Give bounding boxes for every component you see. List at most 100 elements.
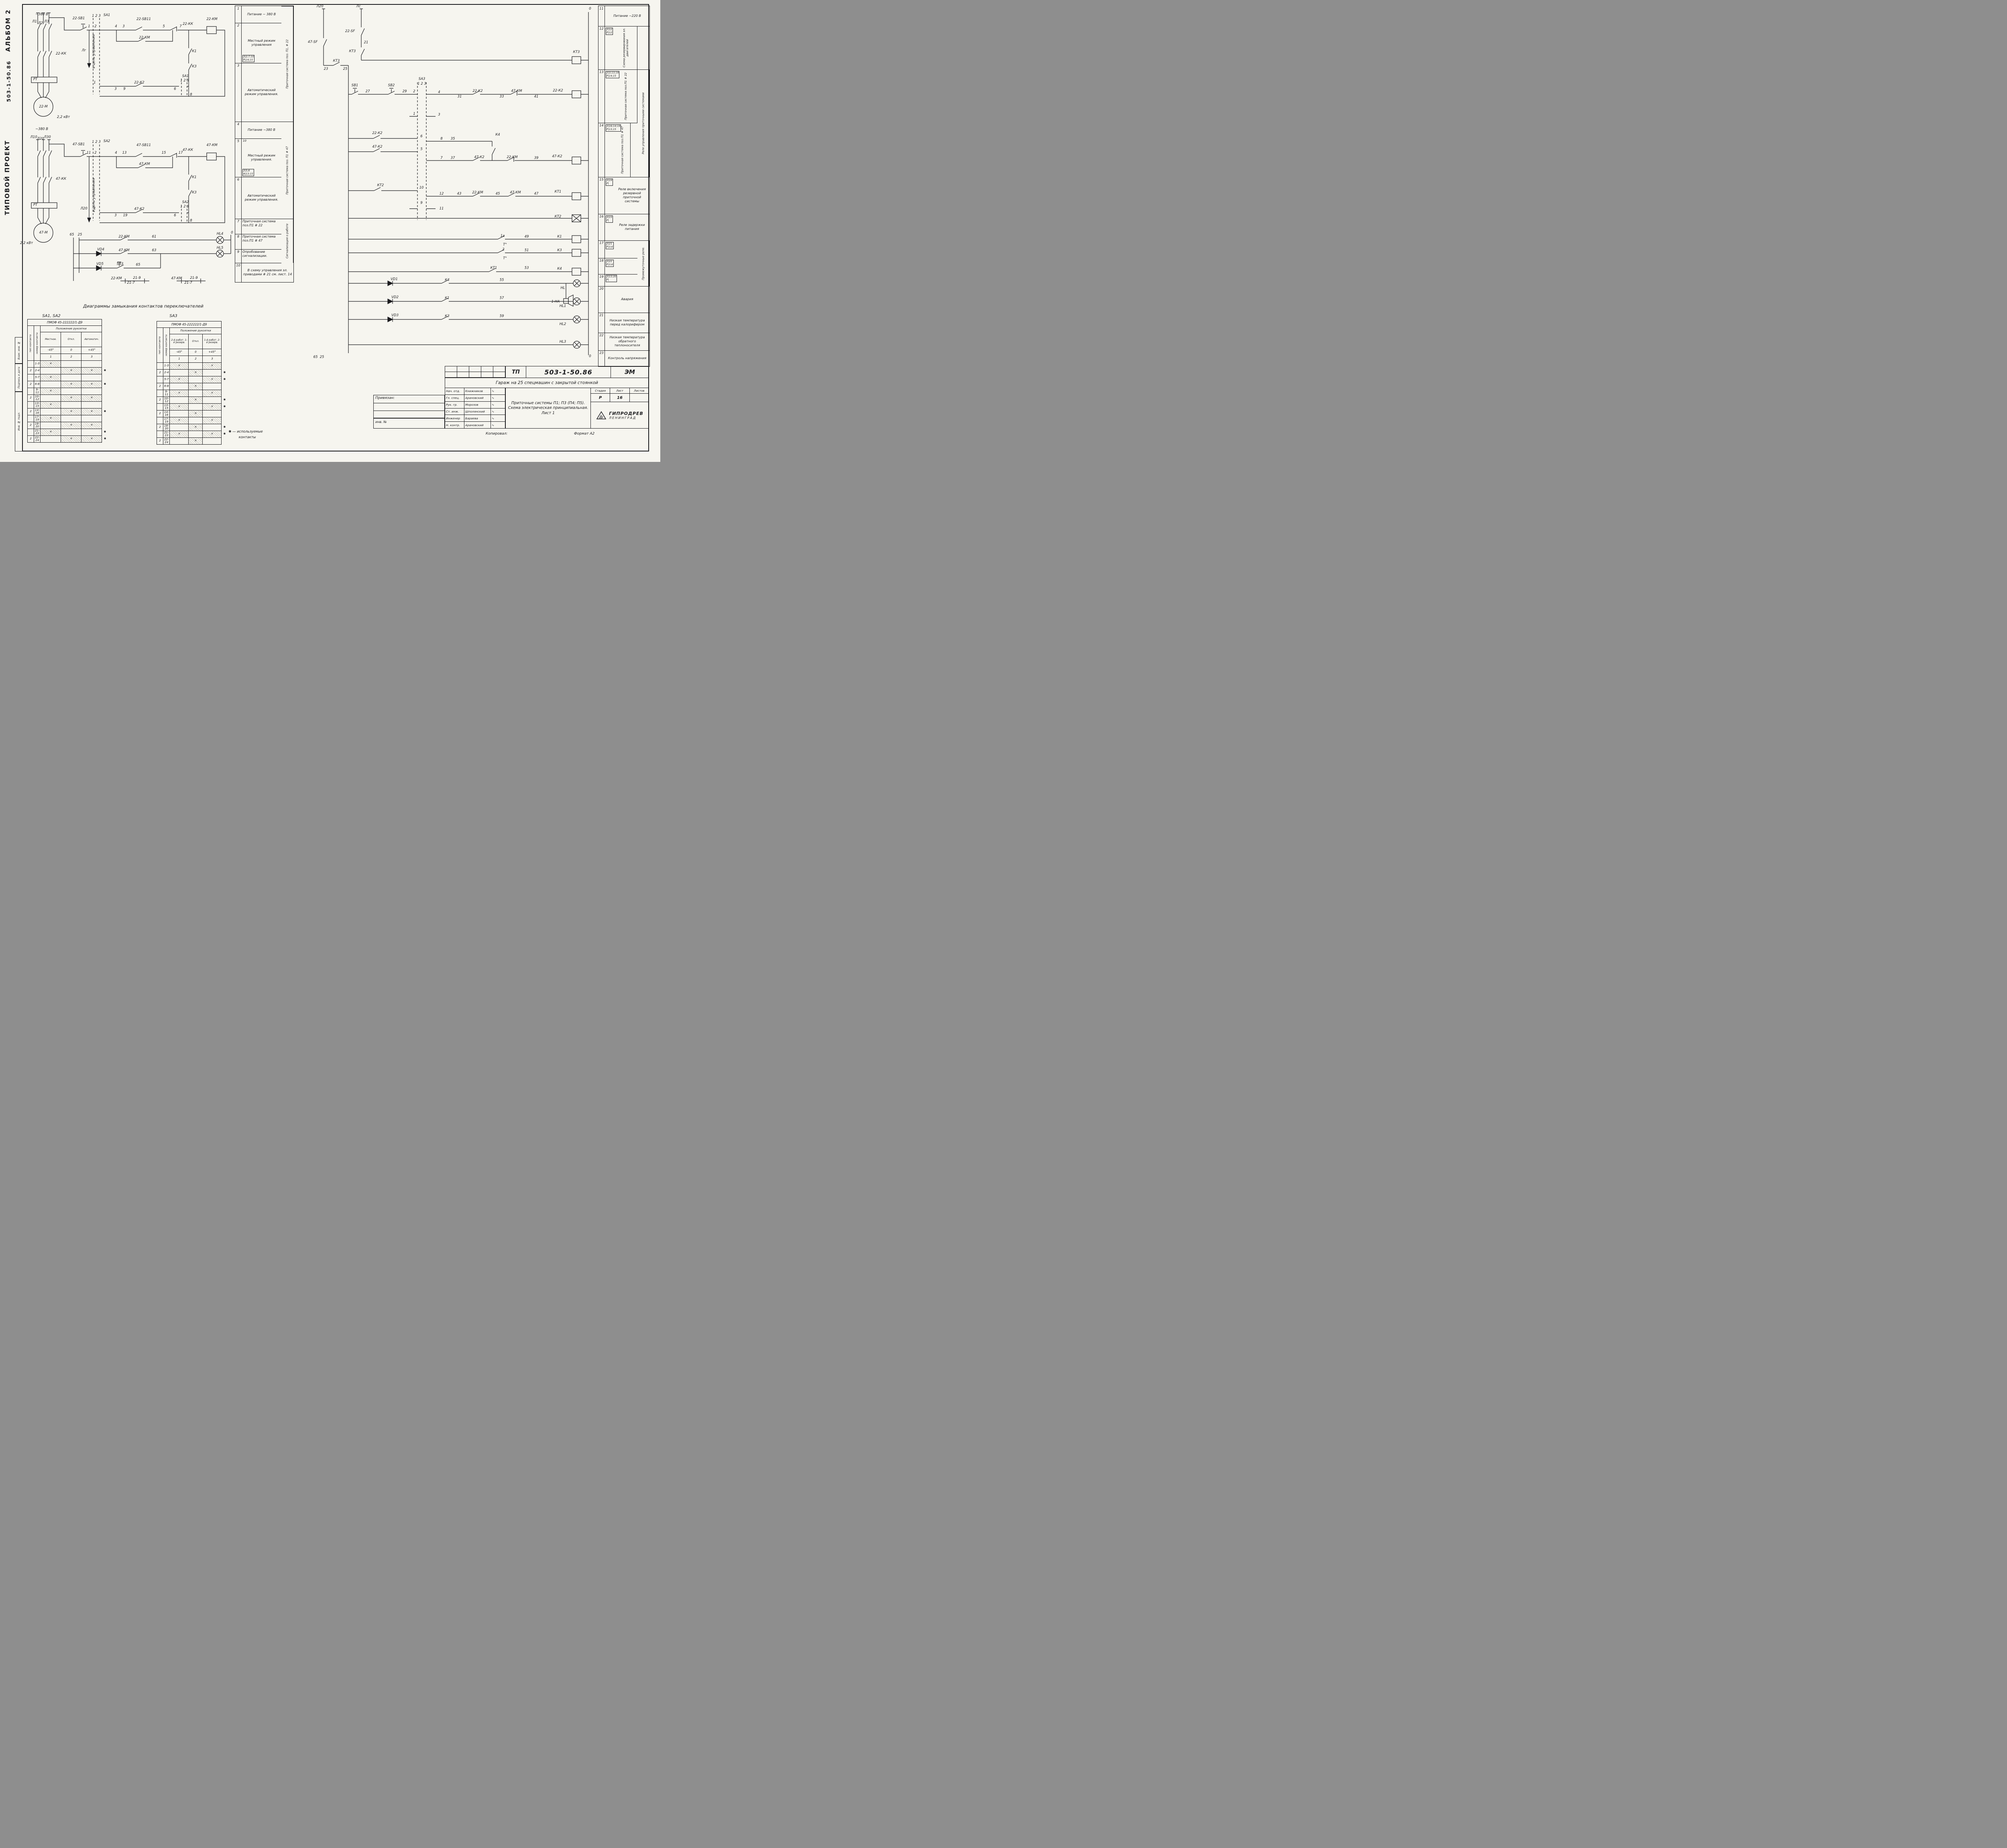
wire-label: 5 (163, 24, 165, 28)
wire-label: HL5 (216, 246, 224, 250)
doc-mark: ЭМ (625, 368, 635, 376)
role-label: Ст. инж. (445, 408, 464, 415)
wire-label: 65 (69, 232, 74, 237)
wire-label: HL1 (559, 304, 566, 308)
wire-label: 47-SB1 (72, 142, 85, 146)
wire-label: VD5 (96, 262, 104, 266)
legend-row-text: Приточная система поз.П1 # 22 (242, 220, 276, 227)
wire-label: 1а (500, 234, 505, 238)
wire-label: 61 (152, 234, 157, 239)
wire-label: 22-КК (183, 22, 193, 26)
wire-label: VD3 (391, 313, 399, 317)
role-label: Инженер (445, 415, 464, 422)
wire-label: 21 (364, 40, 368, 45)
wire-label: 21-7 (127, 281, 135, 285)
wire-label: Л1 (32, 19, 37, 24)
legend-row-number: 8 (235, 234, 242, 249)
wire-label: КТ3 (573, 50, 580, 54)
wire-label: 22-К2 (472, 89, 483, 93)
used-contacts-note: контакты (238, 435, 256, 439)
wire-label: К1 (557, 234, 562, 239)
legend-row-note: 10 (243, 139, 246, 142)
wire-label: 47-КМ (206, 143, 218, 147)
wire-label: 17 (178, 150, 183, 155)
wire-label: 10 (419, 185, 424, 190)
wire-label: К4 (557, 266, 562, 271)
object-name: Гараж на 25 спецмашин с закрытой стоянко… (445, 378, 649, 388)
wire-label: К1 (445, 296, 450, 300)
wire-label: 55 (499, 278, 504, 282)
wire-label: К3 (192, 64, 197, 69)
role-label: Гл. спец. (445, 394, 464, 402)
wire-label: 22-КМ (118, 234, 130, 239)
signature: ∿ (491, 415, 505, 422)
wire-label: К3 (445, 314, 450, 318)
wire-label: КТ1 (554, 189, 562, 194)
legend-row-text: Приточная система поз.П1 # 22 (615, 69, 637, 123)
wire-label: 8 (440, 136, 443, 141)
wire-label: Лг (81, 48, 86, 53)
legend-row-text: Питание ~380 В (248, 128, 275, 132)
wire-label: SA1 (103, 13, 110, 17)
legend-row-number: 6 (235, 177, 242, 219)
legend-row: 4 Питание ~380 В (235, 122, 281, 139)
organization-name: ГИПРОДРЕВ (609, 411, 643, 416)
contact-row: 17-19✕ (27, 415, 108, 422)
wire-label: К1 (192, 175, 197, 179)
wire-label: HL2 (559, 322, 566, 326)
wire-label: РТ (33, 203, 38, 207)
sheet-label: Лист (610, 388, 629, 394)
wire-label: ~380 В (35, 12, 48, 16)
wire-label: 35 (450, 136, 455, 141)
legend-side-label: Промежуточные реле. (637, 240, 649, 286)
wire-label: 47-К2 (552, 154, 562, 159)
wire-label: 59 (499, 314, 504, 318)
contact-diagrams-title: Диаграммы замыкания контактов переключат… (83, 303, 204, 309)
wire-label: Лс (356, 4, 361, 8)
signature: ∿ (491, 388, 505, 395)
legend-row: 10 В схему управления эл. приводами # 21… (235, 263, 293, 283)
wire-label: 4 (438, 90, 440, 94)
wire-label: 22-SB1 (72, 16, 85, 20)
contact-diagram-sa12: ПМОФ 45-222222/1-Д9 тип контакта номер к… (27, 319, 108, 443)
wire-label: в цепь управления (92, 34, 96, 69)
wire-label: SA3 (418, 77, 425, 81)
legend-row: 3 Автоматический режим управления. (235, 63, 281, 122)
wire-label: 47-SB11 (136, 143, 151, 147)
legend-row: 9 Опробование сигнализации. (235, 249, 281, 263)
wire-label: 47-К2 (372, 144, 383, 149)
wire-label: 65 (313, 355, 318, 359)
wire-label: 2 (94, 24, 97, 28)
legend-row: 6 Автоматический режим управления. (235, 177, 281, 219)
wire-label: 47-КМ (139, 162, 150, 166)
wire-label: Л10 (30, 135, 37, 139)
inventory-box: инв. № (373, 418, 445, 429)
legend-side-label: Приточная система поз. П1 # 47 (281, 122, 293, 219)
switch-group-label-sa3: SA3 (169, 314, 177, 318)
stamp-vzam-inv: Взам. инв. № (15, 337, 23, 364)
wire-label: 6 (174, 213, 176, 218)
person-name: Арановский (464, 422, 491, 429)
wire-label: 1 2 3 (180, 204, 189, 209)
legend-row-text: Местный режим управления (248, 39, 275, 47)
wire-label: SB2 (388, 83, 395, 87)
wire-label: 2,2 кВт (57, 115, 70, 119)
wire-label: 47-КК (56, 177, 66, 181)
wire-label: Л20 (37, 136, 44, 141)
sheet-description: Приточные системы П1; П3 (П4; П5). Схема… (506, 388, 591, 429)
wire-label: 11 (439, 206, 444, 211)
sheet-value: 16 (617, 395, 623, 400)
wire-label: Т° (503, 242, 507, 247)
legend-row: 22 Низкая температура обратного теплонос… (598, 333, 649, 351)
wire-label: 7 (440, 156, 443, 160)
wire-label: 11 (86, 150, 91, 155)
